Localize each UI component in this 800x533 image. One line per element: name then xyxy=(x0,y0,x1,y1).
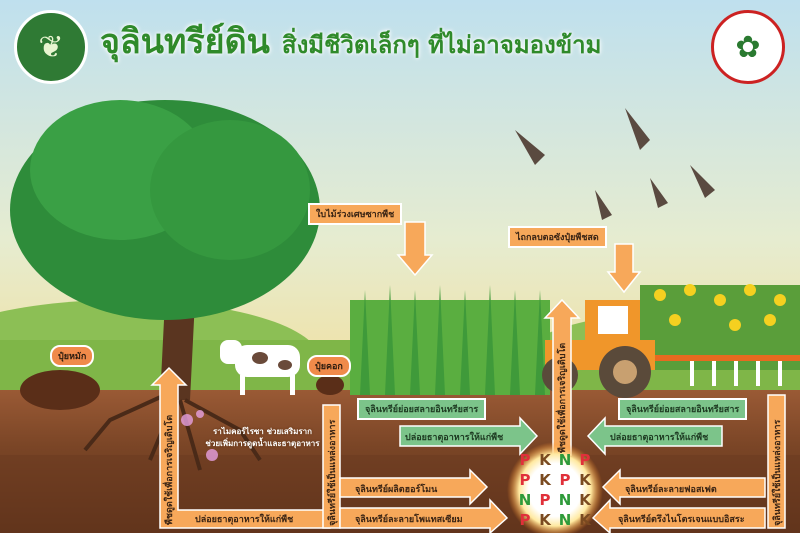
mycorrhiza-line-1: ราไมคอร์ไรซา ช่วยเสริมราก xyxy=(213,427,312,436)
release-right-label: ปล่อยธาตุอาหารให้แก่พืช xyxy=(610,433,709,443)
release-bottom-label: ปล่อยธาตุอาหารให้แก่พืช xyxy=(195,515,294,525)
nutrient-P: P xyxy=(519,451,531,469)
mycorrhiza-spores xyxy=(181,410,218,461)
decompose-left-label: จุลินทรีย์ย่อยสลายอินทรียสาร xyxy=(357,398,487,420)
green-manure-label: ไถกลบตอซังปุ๋ยพืชสด xyxy=(508,226,607,248)
manure-label: ปุ๋ยคอก xyxy=(307,355,351,377)
mycorrhiza-line-2: ช่วยเพิ่มการดูดน้ำและธาตุอาหาร xyxy=(205,439,320,448)
plant-uptake-center-label: พืชดูดใช้เพื่อการเจริญเติบโต xyxy=(558,342,568,453)
nutrient-K: K xyxy=(539,451,551,469)
nutrient-P: P xyxy=(579,451,591,469)
nutrient-P: P xyxy=(559,471,571,489)
nutrient-N: N xyxy=(558,491,572,509)
green-arrows xyxy=(399,416,723,456)
birds xyxy=(515,108,715,220)
mycorrhiza-note: ราไมคอร์ไรซา ช่วยเสริมรากช่วยเพิ่มการดูด… xyxy=(200,426,325,450)
nutrient-K: K xyxy=(579,511,591,529)
nutrient-P: P xyxy=(539,491,551,509)
nutrient-pool xyxy=(507,442,603,533)
decompose-right-label: จุลินทรีย์ย่อยสลายอินทรียสาร xyxy=(618,398,748,420)
nutrient-N: N xyxy=(518,491,532,509)
page-title: จุลินทรีย์ดิน xyxy=(100,22,270,62)
orange-arrows xyxy=(150,221,786,533)
food-source-right-label: จุลินทรีย์ใช้เป็นแหล่งอาหาร xyxy=(773,419,783,526)
phosphate-label: จุลินทรีย์ละลายฟอสเฟต xyxy=(625,485,717,495)
right-logo: ✿ xyxy=(711,10,785,84)
nutrient-K: K xyxy=(539,471,551,489)
tree xyxy=(10,100,320,471)
release-left-label: ปล่อยธาตุอาหารให้แก่พืช xyxy=(405,433,504,443)
title-row: จุลินทรีย์ดิน สิ่งมีชีวิตเล็กๆ ที่ไม่อาจ… xyxy=(100,14,601,68)
manure-pile xyxy=(316,375,344,395)
potassium-label: จุลินทรีย์ละลายโพแทสเซียม xyxy=(355,515,463,525)
compost-label: ปุ๋ยหมัก xyxy=(50,345,95,367)
nutrient-N: N xyxy=(558,511,572,529)
plant-uptake-left-label: พืชดูดใช้เพื่อการเจริญเติบโต xyxy=(165,414,175,525)
food-source-left-label: จุลินทรีย์ใช้เป็นแหล่งอาหาร xyxy=(328,419,338,526)
hormone-label: จุลินทรีย์ผลิตฮอร์โมน xyxy=(355,485,438,495)
leaf-litter-label: ใบไม้ร่วงเศษซากพืช xyxy=(308,203,403,225)
nutrient-K: K xyxy=(579,471,591,489)
left-logo: ❦ xyxy=(14,10,88,84)
nitrogen-label: จุลินทรีย์ตรึงไนโตรเจนแบบอิสระ xyxy=(618,515,745,525)
nutrient-P: P xyxy=(519,471,531,489)
corn-field xyxy=(350,285,550,395)
nutrient-N: N xyxy=(558,451,572,469)
compost-pile xyxy=(20,370,100,410)
page-subtitle: สิ่งมีชีวิตเล็กๆ ที่ไม่อาจมองข้าม xyxy=(281,31,602,59)
cow xyxy=(220,340,300,395)
nutrient-K: K xyxy=(539,511,551,529)
nutrient-P: P xyxy=(519,511,531,529)
nutrient-K: K xyxy=(579,491,591,509)
